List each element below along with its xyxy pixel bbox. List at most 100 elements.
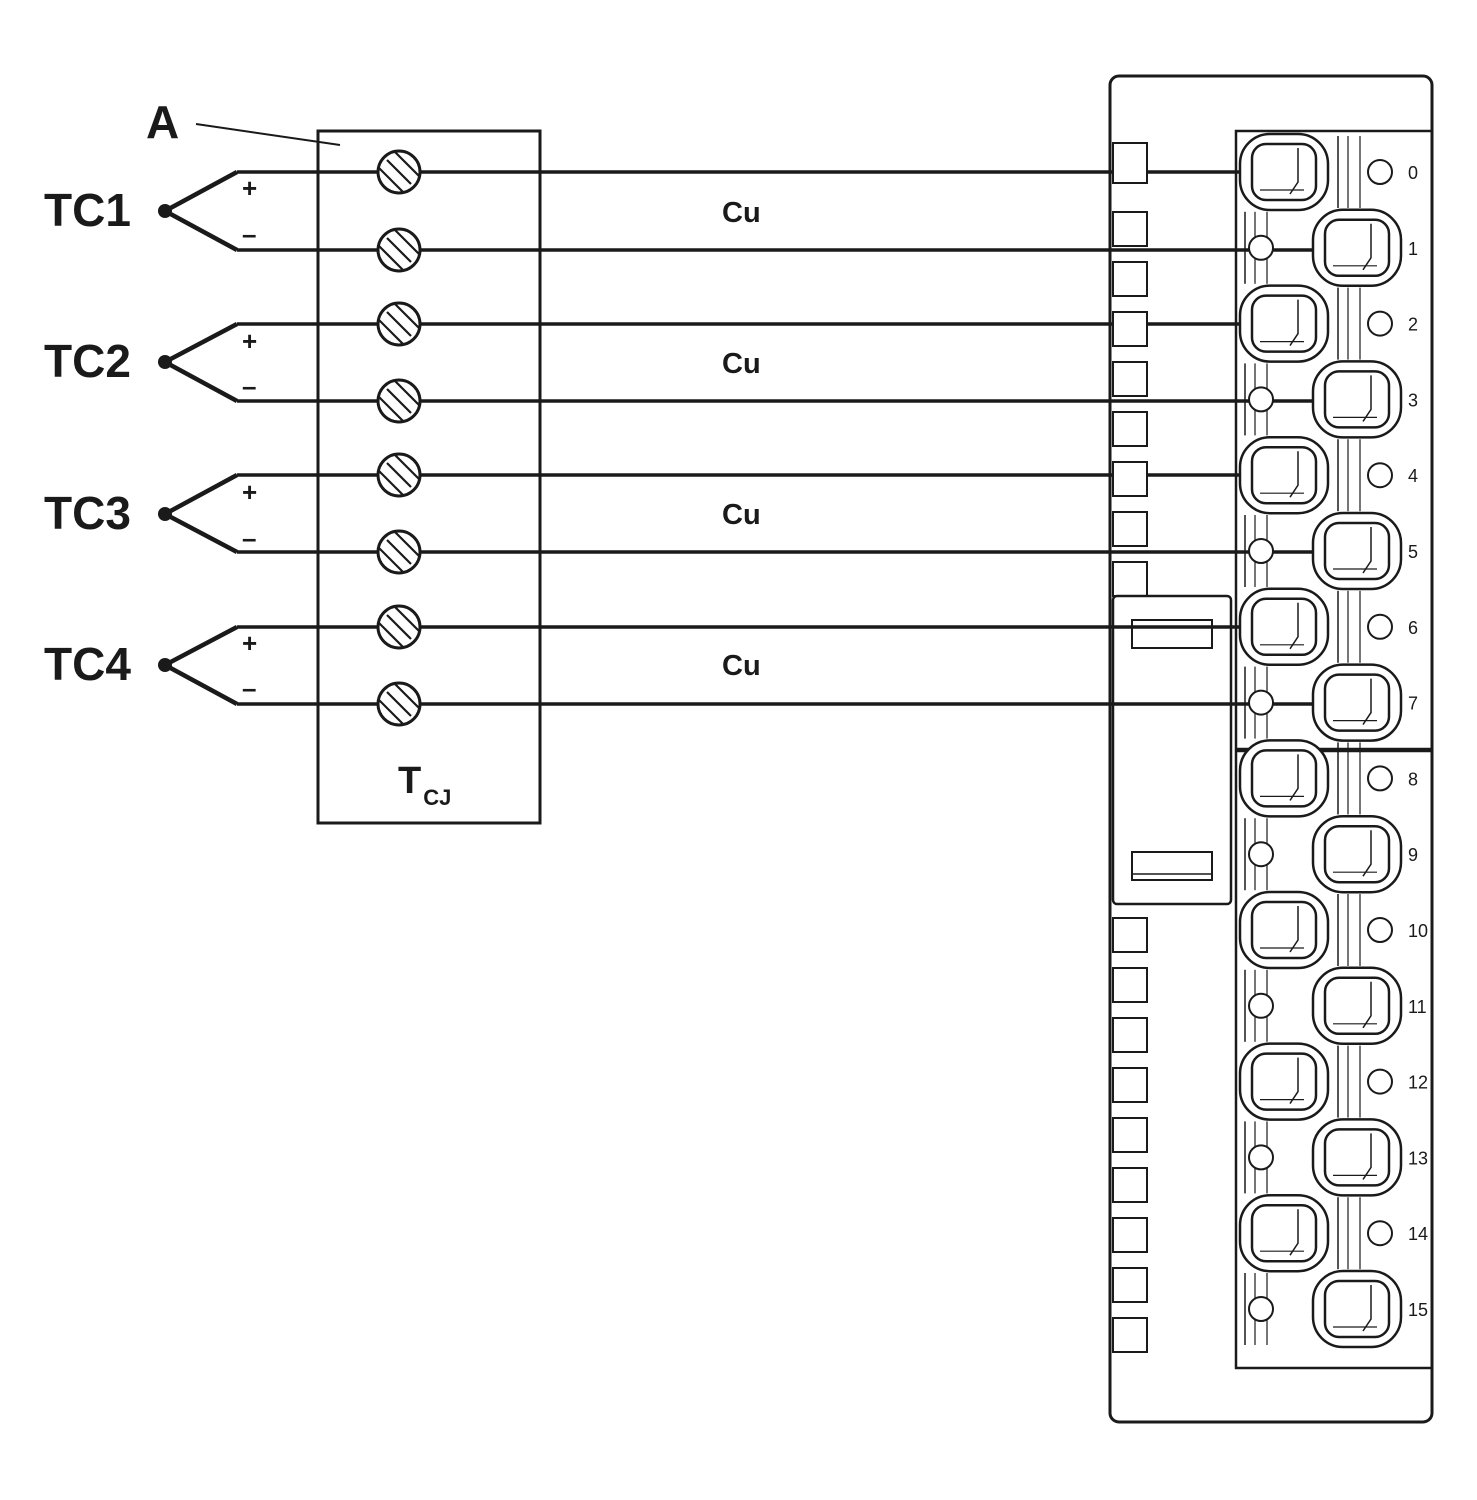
terminal-number: 3 bbox=[1408, 390, 1418, 410]
terminal-connector[interactable]: 9 bbox=[1244, 814, 1418, 894]
tc-minus-label: – bbox=[242, 523, 256, 553]
screw-terminals bbox=[376, 149, 422, 727]
tc-wires bbox=[160, 170, 239, 252]
terminal-connector[interactable]: 1 bbox=[1244, 208, 1418, 288]
screw-terminal bbox=[376, 227, 422, 273]
terminal-number: 10 bbox=[1408, 921, 1428, 941]
vent-slot bbox=[1112, 142, 1148, 184]
terminal-number: 13 bbox=[1408, 1148, 1428, 1168]
vent-slot bbox=[1112, 1067, 1148, 1103]
terminal-block-lower bbox=[1234, 749, 1434, 1370]
terminal-connector[interactable]: 3 bbox=[1244, 360, 1418, 439]
module-vent-slots bbox=[1112, 142, 1148, 1353]
thermocouple-tc4: TC4 + – Cu bbox=[44, 625, 761, 706]
tc-junction-dot bbox=[158, 658, 172, 672]
terminal-number: 6 bbox=[1408, 618, 1418, 638]
terminal-connector[interactable]: 2 bbox=[1238, 284, 1418, 363]
terminal-connector[interactable]: 11 bbox=[1244, 966, 1427, 1046]
terminal-number: 4 bbox=[1408, 466, 1418, 486]
screw-terminal bbox=[376, 681, 422, 727]
terminal-connector[interactable]: 5 bbox=[1244, 511, 1418, 591]
terminal-number: 0 bbox=[1408, 163, 1418, 183]
terminal-number: 14 bbox=[1408, 1224, 1428, 1244]
vent-slot bbox=[1112, 311, 1148, 347]
terminal-number: 5 bbox=[1408, 542, 1418, 562]
terminal-connector[interactable]: 0 bbox=[1238, 132, 1418, 212]
terminal-number: 11 bbox=[1408, 997, 1427, 1017]
connector-indicator bbox=[1367, 765, 1393, 792]
cold-junction-block bbox=[316, 129, 542, 825]
terminal-number: 7 bbox=[1408, 694, 1418, 714]
vent-slot bbox=[1112, 461, 1148, 497]
vent-slot bbox=[1112, 411, 1148, 447]
vent-slot bbox=[1112, 1217, 1148, 1253]
tc-junction-dot bbox=[158, 204, 172, 218]
terminal-number: 1 bbox=[1408, 239, 1418, 259]
terminal-connector[interactable]: 8 bbox=[1238, 739, 1418, 818]
terminal-connector[interactable]: 10 bbox=[1238, 890, 1428, 970]
tc-wires bbox=[160, 473, 239, 554]
tc-plus-label: + bbox=[242, 173, 257, 203]
tc-plus-label: + bbox=[242, 628, 257, 658]
vent-slot bbox=[1112, 967, 1148, 1003]
terminal-connector[interactable]: 14 bbox=[1238, 1193, 1428, 1273]
vent-slot bbox=[1112, 1117, 1148, 1153]
connector-indicator bbox=[1248, 1144, 1274, 1171]
copper-wire-label: Cu bbox=[722, 650, 761, 682]
tc-junction-dot bbox=[158, 355, 172, 369]
terminal-connector[interactable]: 12 bbox=[1238, 1042, 1428, 1121]
terminal-number: 2 bbox=[1408, 315, 1418, 335]
copper-wire-label: Cu bbox=[722, 499, 761, 531]
tc-plus-label: + bbox=[242, 477, 257, 507]
module-latch-slot-lower bbox=[1131, 851, 1213, 881]
connector-indicator bbox=[1367, 462, 1393, 489]
vent-slot bbox=[1112, 1317, 1148, 1353]
connector-indicator bbox=[1367, 1068, 1393, 1095]
connector-indicator bbox=[1367, 1220, 1393, 1247]
connector-indicator bbox=[1248, 841, 1274, 868]
tc-wires bbox=[160, 625, 239, 706]
vent-slot bbox=[1112, 1017, 1148, 1053]
connector-indicator bbox=[1248, 386, 1274, 413]
terminal-number: 15 bbox=[1408, 1300, 1428, 1320]
screw-terminal bbox=[376, 378, 422, 424]
terminal-connector[interactable]: 4 bbox=[1238, 435, 1418, 515]
tc-minus-label: – bbox=[242, 371, 256, 401]
vent-slot bbox=[1112, 561, 1148, 597]
module-latch-frame bbox=[1111, 594, 1233, 906]
tc-label: TC4 bbox=[44, 638, 131, 690]
connector-indicator bbox=[1367, 310, 1393, 337]
tc-label: TC3 bbox=[44, 487, 131, 539]
terminal-number: 12 bbox=[1408, 1073, 1428, 1093]
cold-junction-label: TCJ bbox=[398, 760, 451, 810]
thermocouple-tc2: TC2 + – Cu bbox=[44, 322, 761, 403]
tc-minus-label: – bbox=[242, 673, 256, 703]
vent-slot bbox=[1112, 1267, 1148, 1303]
reference-leader-line bbox=[195, 123, 341, 146]
terminal-connector[interactable]: 7 bbox=[1244, 663, 1418, 742]
terminal-connector[interactable]: 15 bbox=[1244, 1269, 1428, 1349]
screw-terminal bbox=[376, 604, 422, 650]
connector-indicator bbox=[1248, 234, 1274, 261]
module-latch-slot-upper bbox=[1131, 619, 1213, 649]
reference-label-a: A bbox=[146, 96, 179, 148]
tc-junction-dot bbox=[158, 507, 172, 521]
copper-wire-label: Cu bbox=[722, 348, 761, 380]
connector-indicator bbox=[1248, 538, 1274, 564]
connector-indicator bbox=[1367, 159, 1393, 185]
terminal-number: 9 bbox=[1408, 845, 1418, 865]
terminal-connector[interactable]: 13 bbox=[1244, 1118, 1428, 1197]
screw-terminal bbox=[376, 301, 422, 347]
terminal-block-upper bbox=[1234, 129, 1434, 751]
vent-slot bbox=[1112, 917, 1148, 953]
thermocouple-tc3: TC3 + – Cu bbox=[44, 473, 761, 554]
terminal-connector[interactable]: 6 bbox=[1238, 587, 1418, 667]
vent-slot bbox=[1112, 1167, 1148, 1203]
thermocouple-tc1: TC1 + – Cu bbox=[44, 170, 761, 252]
tc-plus-label: + bbox=[242, 326, 257, 356]
vent-slot bbox=[1112, 261, 1148, 297]
connector-indicator bbox=[1367, 917, 1393, 943]
